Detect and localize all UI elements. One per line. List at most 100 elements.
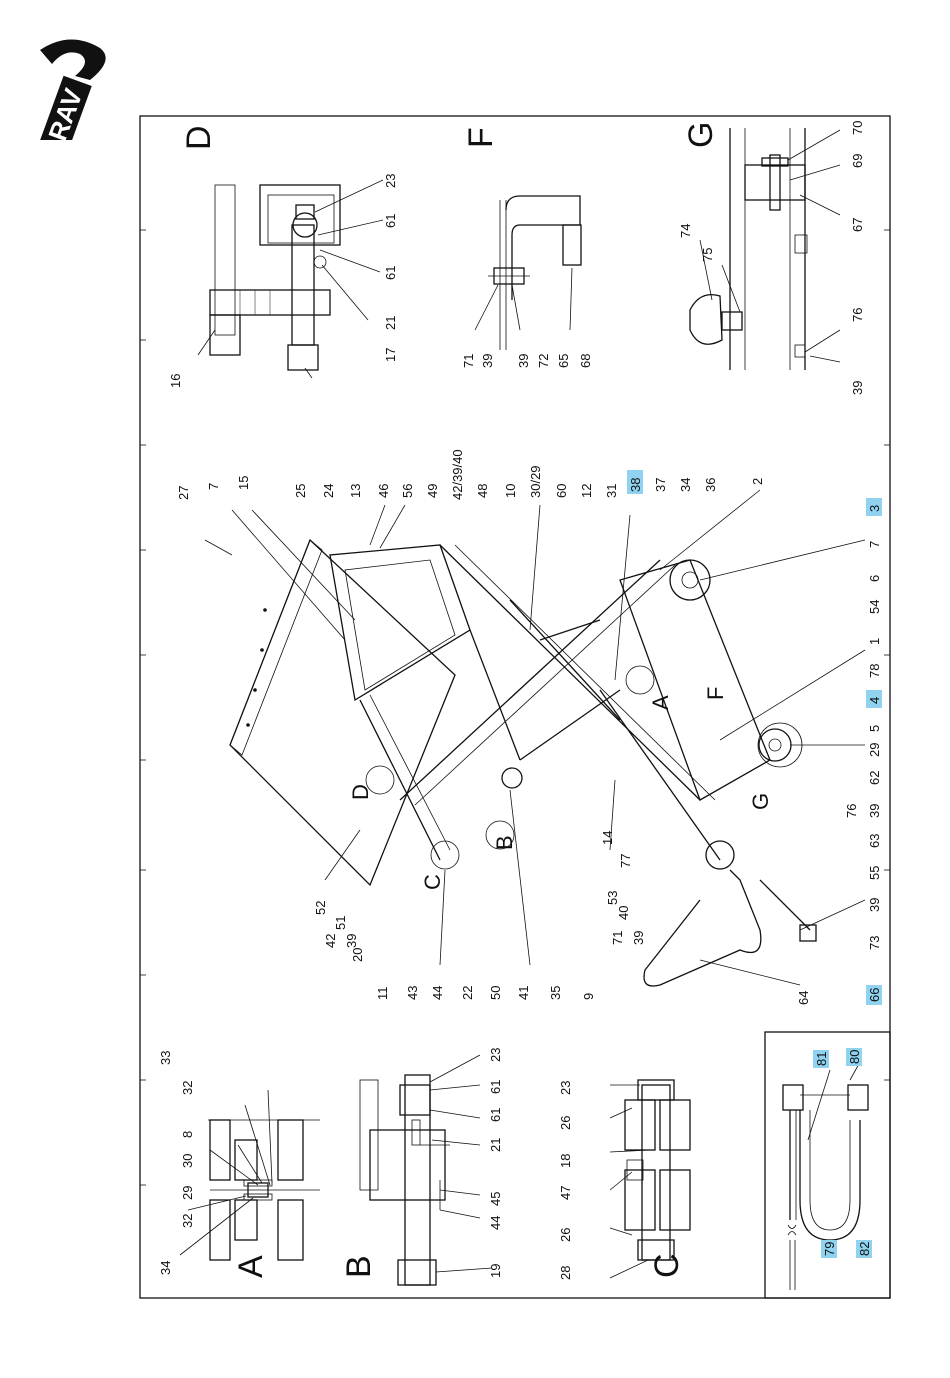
label-d-17: 17 [383,348,398,362]
section-g-title: G [682,122,720,148]
label-main-24: 24 [321,484,336,498]
label-main-38: 38 [628,478,643,492]
label-main-1: 1 [867,638,882,645]
label-main-62: 62 [867,771,882,785]
label-main-52: 52 [313,901,328,915]
label-c-18: 18 [558,1154,573,1168]
label-main-64: 64 [796,991,811,1005]
label-c-26b: 26 [558,1116,573,1130]
section-d-title: D [180,125,218,150]
label-main-6: 6 [867,575,882,582]
label-g-75: 75 [700,248,715,262]
label-main-10: 10 [503,484,518,498]
label-main-51: 51 [333,916,348,930]
label-c-28: 28 [558,1266,573,1280]
hose-detail: 81 80 79 82 [764,1031,891,1299]
highlight-38 [627,470,643,494]
sheet-frame [139,115,891,1299]
label-b-45: 45 [488,1192,503,1206]
section-b: B 19 44 45 21 61 61 23 [340,1048,503,1286]
label-main-41: 41 [516,986,531,1000]
label-d-21: 21 [383,316,398,330]
label-f-39b: 39 [516,354,531,368]
callout-a: A [648,695,673,710]
label-a-32b: 32 [180,1081,195,1095]
label-main-20: 20 [350,948,365,962]
main-bottom-labels: 52 51 42 39 20 11 43 44 22 50 41 35 9 14… [313,779,811,1005]
label-main-30-29: 30/29 [528,465,543,498]
label-b-61a: 61 [488,1108,503,1122]
label-main-56: 56 [400,484,415,498]
label-main-7a: 7 [206,483,221,490]
highlight-80 [846,1048,862,1066]
label-f-39a: 39 [480,354,495,368]
label-a-33: 33 [158,1051,173,1065]
label-main-53: 53 [605,891,620,905]
callout-f: F [703,687,728,700]
highlight-81 [813,1050,829,1068]
label-c-47: 47 [558,1186,573,1200]
label-main-35: 35 [548,986,563,1000]
label-main-5: 5 [867,725,882,732]
label-g-69: 69 [850,154,865,168]
label-main-55: 55 [867,866,882,880]
label-main-49: 49 [425,484,440,498]
label-main-48: 48 [475,484,490,498]
section-c-title: C [648,1253,686,1278]
highlight-3 [866,498,882,516]
label-main-39d: 39 [631,931,646,945]
rav-logo: RAV [38,39,106,140]
label-main-63: 63 [867,834,882,848]
label-f-71: 71 [461,354,476,368]
label-main-78: 78 [867,664,882,678]
label-main-31: 31 [604,484,619,498]
label-main-76: 76 [844,804,859,818]
label-hose-81: 81 [814,1052,829,1066]
label-hose-82: 82 [857,1242,872,1256]
highlight-82 [856,1240,872,1258]
label-main-7b: 7 [867,541,882,548]
label-f-65: 65 [556,354,571,368]
label-main-39a: 39 [867,804,882,818]
section-g: G 39 76 74 75 67 69 70 [678,121,865,395]
label-b-21: 21 [488,1138,503,1152]
label-main-42: 42 [323,934,338,948]
section-d: D 16 17 21 61 61 23 [168,125,398,388]
label-main-3: 3 [867,505,882,512]
label-main-50: 50 [488,986,503,1000]
label-b-23: 23 [488,1048,503,1062]
label-g-74: 74 [678,224,693,238]
section-f: F 71 39 39 72 65 68 [461,127,593,368]
label-a-34: 34 [158,1261,173,1275]
label-f-72: 72 [536,354,551,368]
label-main-37: 37 [653,478,668,492]
label-main-43: 43 [405,986,420,1000]
main-assembly: D C B A F G [229,538,817,987]
section-f-title: F [462,127,500,148]
label-main-2: 2 [750,478,765,485]
highlight-66 [866,985,882,1005]
label-b-61b: 61 [488,1080,503,1094]
label-hose-79: 79 [822,1242,837,1256]
label-main-22: 22 [460,986,475,1000]
callout-b: B [492,835,517,850]
label-main-25: 25 [293,484,308,498]
label-main-13: 13 [348,484,363,498]
label-g-76: 76 [850,308,865,322]
label-a-32a: 32 [180,1214,195,1228]
label-main-9: 9 [581,993,596,1000]
label-b-44: 44 [488,1216,503,1230]
label-main-11: 11 [375,987,390,1001]
label-g-70: 70 [850,121,865,135]
highlight-79 [821,1240,837,1258]
section-b-title: B [340,1255,378,1278]
highlight-4 [866,690,882,708]
label-main-73: 73 [867,936,882,950]
label-main-27: 27 [176,486,191,500]
section-c: C 28 26 47 18 26 23 [558,1079,691,1280]
callout-d: D [348,784,373,800]
caster-wheel [669,559,711,601]
label-main-4: 4 [867,697,882,704]
label-b-19: 19 [488,1264,503,1278]
